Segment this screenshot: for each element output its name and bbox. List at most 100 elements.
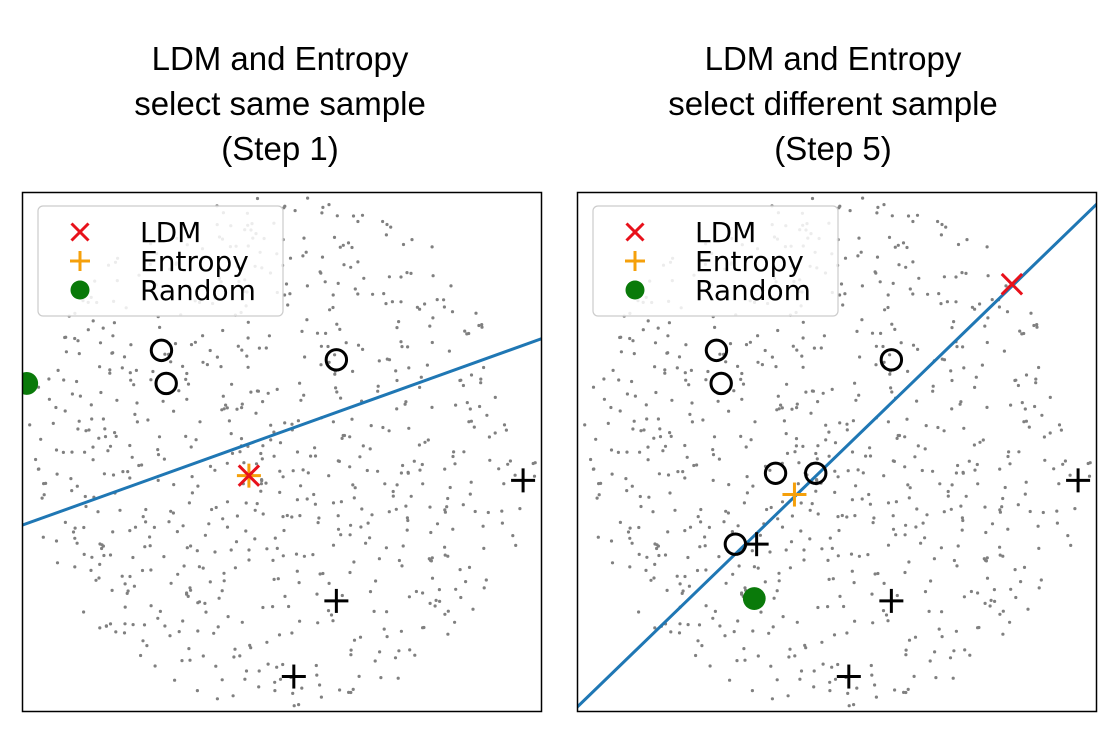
sample-point (692, 463, 696, 468)
sample-point (800, 354, 804, 358)
sample-point (451, 527, 455, 531)
sample-point (952, 649, 956, 653)
sample-point (181, 364, 185, 368)
sample-point (609, 405, 613, 410)
sample-point (816, 605, 820, 610)
sample-point (224, 403, 228, 407)
sample-point (331, 305, 335, 310)
sample-point (356, 260, 360, 264)
sample-point (111, 530, 115, 534)
sample-point (888, 372, 892, 376)
sample-point (688, 412, 692, 416)
sample-point (225, 500, 230, 504)
sample-point (446, 554, 450, 558)
sample-point (937, 292, 941, 296)
sample-point (42, 482, 46, 486)
sample-point (855, 329, 859, 333)
sample-point (273, 536, 277, 540)
sample-point (882, 203, 886, 207)
sample-point (850, 498, 855, 502)
sample-point (133, 525, 138, 529)
sample-point (616, 450, 621, 454)
sample-point (399, 340, 403, 344)
sample-point (788, 647, 792, 651)
sample-point (108, 444, 113, 448)
sample-point (666, 530, 670, 534)
sample-point (391, 494, 395, 498)
sample-point (706, 369, 710, 374)
sample-point (875, 211, 879, 215)
sample-point (815, 478, 819, 482)
legend-box (37, 205, 284, 317)
sample-point (804, 390, 808, 394)
sample-point (73, 565, 77, 569)
sample-point (871, 521, 875, 525)
sample-point (965, 238, 969, 242)
sample-point (305, 497, 309, 501)
sample-point (893, 245, 897, 249)
sample-point (216, 625, 220, 629)
sample-point (678, 582, 682, 586)
sample-point (356, 219, 360, 224)
sample-point (903, 533, 907, 537)
sample-point (860, 497, 864, 501)
sample-point (797, 461, 801, 465)
sample-point (253, 537, 257, 541)
sample-point (700, 644, 704, 648)
sample-point (917, 276, 921, 280)
sample-point (397, 558, 401, 563)
sample-point (336, 281, 340, 285)
sample-point (397, 320, 401, 324)
sample-point (356, 343, 361, 347)
sample-point (727, 483, 731, 487)
sample-point (257, 669, 261, 673)
sample-point (443, 467, 447, 471)
sample-point (482, 586, 486, 590)
sample-point (779, 403, 783, 407)
sample-point (532, 474, 537, 478)
sample-point (631, 339, 635, 343)
sample-point (751, 629, 755, 633)
sample-point (114, 434, 118, 438)
sample-point (196, 601, 200, 605)
sample-point (405, 516, 409, 520)
sample-point (625, 392, 630, 396)
sample-point (824, 438, 828, 442)
sample-point (500, 509, 504, 513)
sample-point (707, 525, 712, 530)
sample-point (915, 213, 920, 217)
sample-point (776, 394, 780, 398)
sample-point (839, 282, 844, 286)
sample-point (973, 385, 977, 389)
sample-point (699, 520, 703, 524)
sample-point (277, 633, 282, 637)
sample-point (790, 514, 795, 518)
sample-point (267, 334, 271, 338)
sample-point (921, 521, 925, 525)
sample-point (208, 348, 212, 353)
sample-point (410, 238, 414, 242)
sample-point (869, 663, 873, 668)
sample-point (377, 359, 381, 363)
sample-point (118, 508, 122, 512)
sample-point (775, 408, 779, 412)
sample-point (848, 209, 852, 213)
sample-point (860, 318, 864, 322)
sample-point (976, 591, 980, 595)
sample-point (676, 470, 680, 474)
sample-point (711, 453, 716, 457)
sample-point (283, 293, 287, 297)
sample-point (758, 533, 763, 537)
ldm-point (237, 464, 261, 487)
sample-point (261, 444, 265, 448)
sample-point (952, 320, 956, 324)
sample-point (319, 695, 323, 699)
sample-point (261, 400, 265, 404)
sample-point (836, 475, 840, 479)
sample-point (201, 566, 205, 570)
sample-point (653, 341, 658, 345)
sample-point (1014, 595, 1018, 600)
sample-point (838, 204, 842, 208)
sample-point (336, 514, 340, 518)
sample-point (794, 444, 799, 448)
